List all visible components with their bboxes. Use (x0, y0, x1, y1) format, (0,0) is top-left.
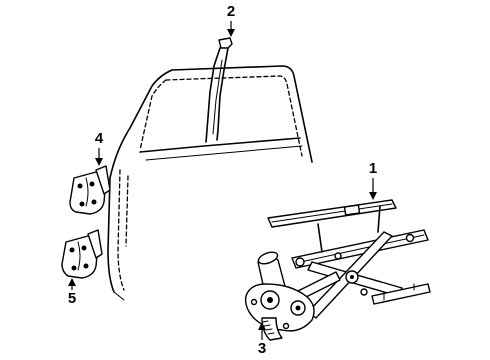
callout-4-label: 4 (95, 130, 104, 147)
callout-1-label: 1 (369, 160, 377, 177)
callout-2-label: 2 (227, 3, 235, 20)
lower-hinge (61, 229, 103, 279)
regulator-motor (244, 251, 315, 341)
division-bar (205, 37, 233, 143)
callout-4: 4 (95, 130, 104, 166)
callout-3-label: 3 (258, 340, 266, 357)
callout-2: 2 (227, 3, 235, 37)
callout-1: 1 (369, 160, 377, 200)
callout-5-label: 5 (68, 290, 76, 307)
upper-hinge (69, 165, 111, 215)
window-regulator-assembly (267, 199, 431, 319)
rear-door-shell (107, 65, 313, 301)
callout-3: 3 (258, 322, 266, 357)
callout-5: 5 (68, 278, 76, 307)
